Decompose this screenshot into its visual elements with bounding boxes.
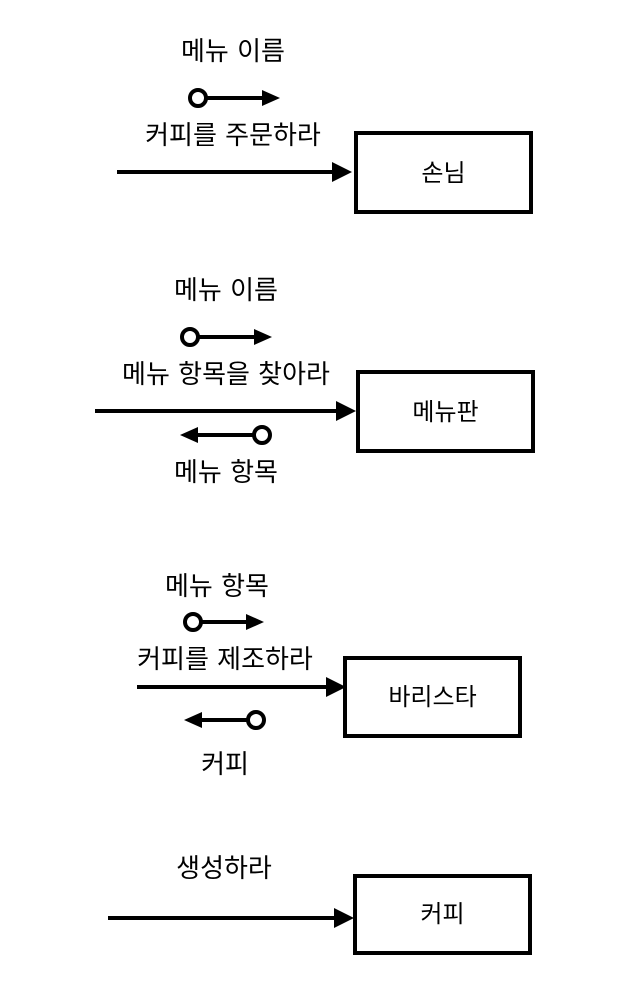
message-label: 생성하라 [176,854,272,884]
message-arrow-icon [108,908,354,928]
object-label: 커피 [420,900,464,928]
param-arrow-icon [180,327,272,347]
param-label: 메뉴 항목 [165,572,269,602]
message-arrow-icon [137,677,346,697]
message-label: 커피를 주문하라 [145,121,321,151]
message-label: 커피를 제조하라 [137,645,313,675]
message-label: 메뉴 항목을 찾아라 [122,360,330,390]
param-label: 메뉴 이름 [174,276,278,306]
param-arrow-icon [188,88,280,108]
param-arrow-icon [183,612,264,632]
return-label: 메뉴 항목 [174,458,278,488]
param-label: 메뉴 이름 [181,37,285,67]
return-label: 커피 [201,750,249,780]
object-label: 바리스타 [388,683,476,711]
object-box [354,131,533,214]
diagram-menu: 메뉴 이름 메뉴 항목을 찾아라 메뉴 항목 메뉴판 [95,276,535,488]
object-box [343,656,522,738]
return-arrow-icon [184,710,266,730]
object-box [356,370,535,453]
message-arrow-icon [95,401,356,421]
object-label: 손님 [421,159,465,187]
object-label: 메뉴판 [412,398,478,426]
object-box [353,874,532,955]
message-arrow-icon [117,162,352,182]
diagram-coffee: 생성하라 커피 [108,854,532,955]
return-arrow-icon [180,425,272,445]
diagram-barista: 메뉴 항목 커피를 제조하라 커피 바리스타 [137,572,522,780]
diagram-customer: 메뉴 이름 커피를 주문하라 손님 [117,37,533,214]
